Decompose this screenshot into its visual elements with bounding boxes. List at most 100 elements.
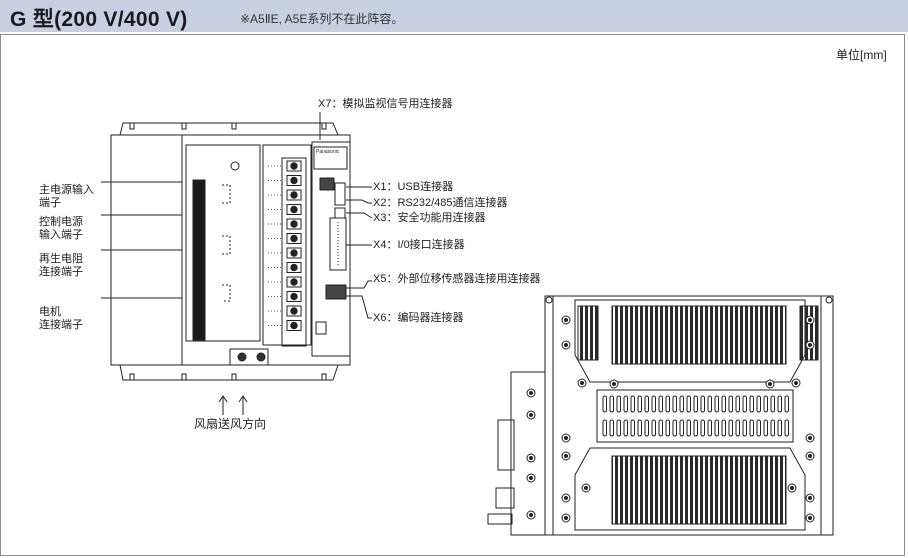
vent-slots [602, 395, 789, 437]
vent-slot [735, 419, 740, 437]
vent-slot [777, 419, 782, 437]
screw-center [564, 318, 568, 322]
flange-slots-bottom [129, 373, 327, 380]
terminal-area [262, 144, 312, 346]
terminal-cover-dashed [222, 184, 231, 302]
screw-center [564, 343, 568, 347]
screw-center [564, 454, 568, 458]
vent-slot [665, 419, 670, 437]
lower-fin-grid [611, 455, 787, 525]
terminal-screw [290, 249, 298, 257]
terminal-screw [290, 176, 298, 185]
side-connector-plug-2 [495, 487, 515, 509]
vent-slot [602, 395, 607, 413]
terminal-screw [290, 292, 298, 301]
terminal-screw [290, 278, 298, 286]
screw-center [808, 454, 812, 458]
vent-slot [616, 395, 621, 413]
screw-center [808, 496, 812, 500]
series-note: ※A5ⅡE, A5E系列不在此阵容。 [240, 12, 404, 26]
vent-slot [651, 395, 656, 413]
display-window [313, 146, 348, 170]
terminal-block [281, 157, 307, 347]
vent-slot [644, 395, 649, 413]
vent-slot [630, 419, 635, 437]
fan-direction-label: 风扇送风方向 [194, 417, 267, 431]
corner-hole [545, 296, 553, 304]
screw-center [808, 516, 812, 520]
ground-screw [237, 352, 247, 362]
screw-center [768, 382, 772, 386]
brand-logo-text: Panasonic [316, 149, 340, 155]
vent-slot [686, 419, 691, 437]
x5-leader [346, 280, 372, 289]
screw-center [529, 456, 533, 460]
vent-slot [763, 419, 768, 437]
vent-slot [770, 419, 775, 437]
vent-slot [623, 395, 628, 413]
vent-slot [700, 419, 705, 437]
screw-center [808, 343, 812, 347]
vent-slot [707, 395, 712, 413]
screw-center [584, 486, 588, 490]
motor-terminal-label: 电机 连接端子 [39, 306, 83, 331]
vent-slot [637, 395, 642, 413]
regen-resistor-terminal-label: 再生电阻 连接端子 [39, 253, 83, 278]
side-screws [526, 315, 815, 523]
screw-center [808, 318, 812, 322]
screw-center [564, 436, 568, 440]
screw-center [580, 381, 584, 385]
screw-center [529, 476, 533, 480]
x6-leader [346, 295, 372, 319]
vent-slot [630, 395, 635, 413]
screw-center [564, 516, 568, 520]
screw-center [808, 436, 812, 440]
vent-slot [686, 395, 691, 413]
vent-slot [665, 395, 670, 413]
control-panel [311, 141, 351, 357]
vent-slot [693, 419, 698, 437]
screw-center [790, 486, 794, 490]
x1-label: X1：USB连接器 [373, 181, 454, 193]
vent-slot [728, 395, 733, 413]
ground-clip [315, 321, 327, 335]
vent-slot [693, 395, 698, 413]
vent-slot [609, 419, 614, 437]
x5-label: X5：外部位移传感器连接用连接器 [373, 273, 541, 285]
screw-center [529, 413, 533, 417]
vent-slot [609, 395, 614, 413]
vent-slot [756, 395, 761, 413]
x3-leader [346, 212, 373, 219]
terminal-screw [290, 220, 298, 228]
terminal-screw [290, 307, 298, 315]
vent-slot [679, 395, 684, 413]
vent-slot [672, 395, 677, 413]
vent-slot [749, 419, 754, 437]
vent-slot [623, 419, 628, 437]
page-title: G 型(200 V/400 V) [10, 8, 188, 31]
usb-port [319, 177, 335, 191]
x2-leader [346, 199, 372, 204]
vent-slot [602, 419, 607, 437]
front-view [101, 112, 373, 415]
vent-slot [770, 395, 775, 413]
vent-slot [784, 419, 789, 437]
vent-slot [700, 395, 705, 413]
vent-slot [714, 395, 719, 413]
flange-slots [129, 123, 327, 130]
upper-heatsink [574, 299, 806, 383]
screw-center [612, 382, 616, 386]
x6-label: X6：编码器连接器 [373, 312, 464, 324]
vent-slot [777, 395, 782, 413]
heatsink-bar [192, 179, 206, 341]
heatsink-panel [185, 144, 261, 342]
vent-slot [714, 419, 719, 437]
upper-left-fins [577, 305, 599, 361]
x4-label: X4：I/0接口连接器 [373, 239, 465, 251]
vent-slot [658, 395, 663, 413]
terminal-screw [290, 205, 298, 214]
vent-slot [742, 419, 747, 437]
screw-center [564, 496, 568, 500]
corner-hole [825, 296, 833, 304]
